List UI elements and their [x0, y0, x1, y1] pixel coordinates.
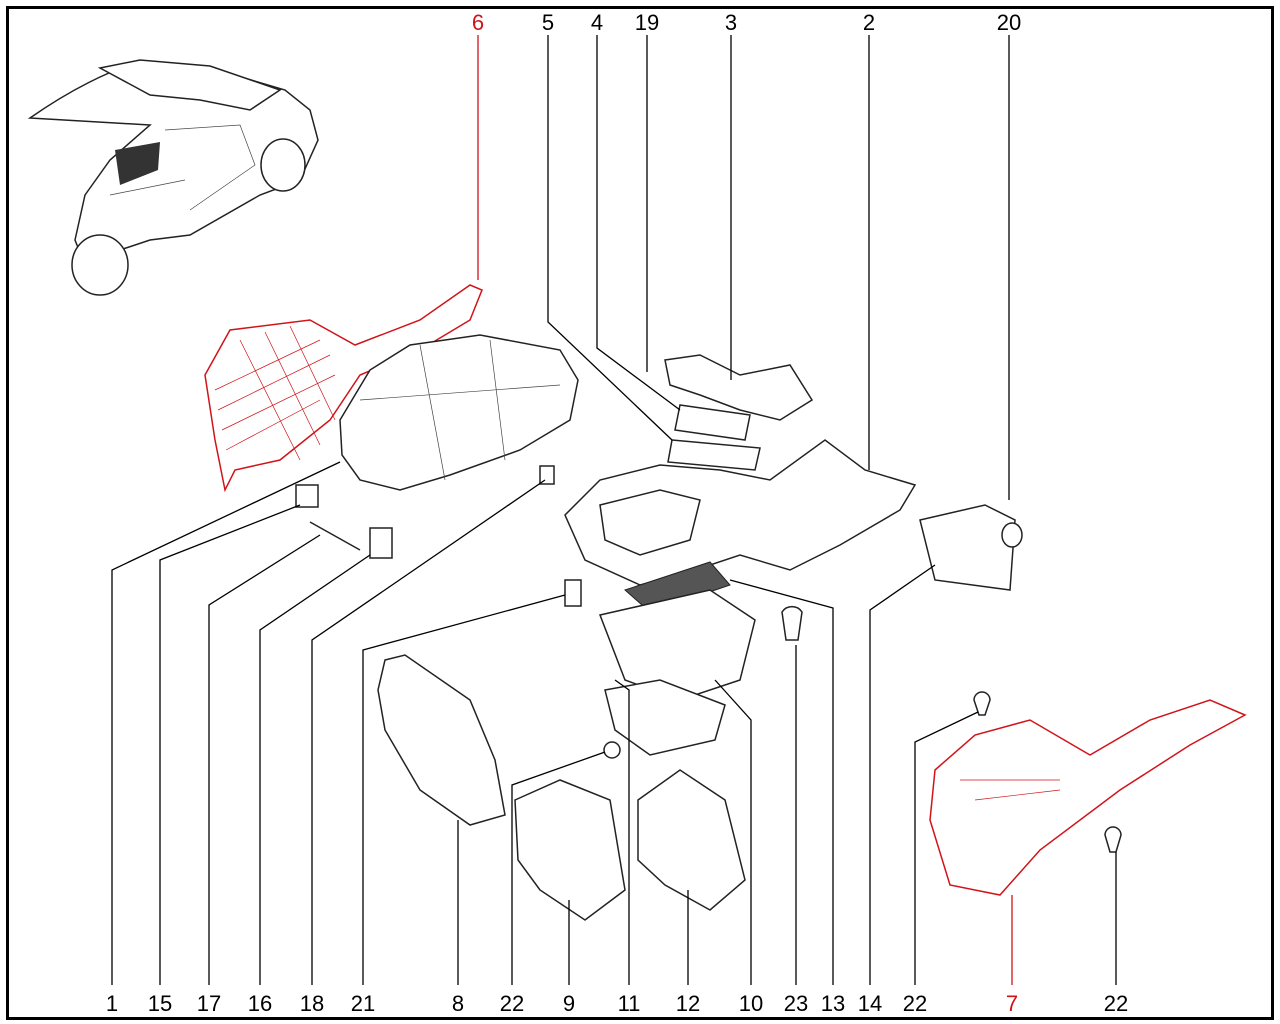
label-2: 2: [863, 10, 875, 35]
label-17: 17: [197, 991, 221, 1016]
label-22: 22: [500, 991, 524, 1016]
label-6: 6: [472, 10, 484, 35]
label-13: 13: [821, 991, 845, 1016]
part-7: [929, 699, 1247, 896]
part-23: [781, 605, 803, 641]
part-10: [598, 589, 756, 701]
part-6: [204, 284, 483, 493]
part-8: [377, 654, 506, 826]
part-18: [539, 465, 555, 485]
part-11: [604, 679, 726, 756]
label-4: 4: [591, 10, 603, 35]
label-10: 10: [739, 991, 763, 1016]
car-location-thumbnail: [27, 59, 319, 296]
part-5: [667, 439, 761, 471]
label-18: 18: [300, 991, 324, 1016]
label-22: 22: [1104, 991, 1128, 1016]
part-17: [309, 521, 361, 551]
part-3: [664, 354, 814, 421]
label-16: 16: [248, 991, 272, 1016]
leader-lines: [111, 35, 1117, 985]
label-19: 19: [635, 10, 659, 35]
part-22b: [973, 691, 991, 716]
label-7: 7: [1006, 991, 1018, 1016]
label-9: 9: [563, 991, 575, 1016]
label-1: 1: [106, 991, 118, 1016]
part-12: [637, 769, 746, 911]
label-20: 20: [997, 10, 1021, 35]
label-5: 5: [542, 10, 554, 35]
part-15: [295, 484, 319, 508]
label-14: 14: [858, 991, 882, 1016]
label-11: 11: [618, 991, 641, 1016]
diagram-frame: [6, 6, 1274, 1020]
label-8: 8: [452, 991, 464, 1016]
label-23: 23: [784, 991, 808, 1016]
label-21: 21: [351, 991, 375, 1016]
part-21: [564, 579, 582, 607]
part-22a: [603, 741, 621, 759]
label-3: 3: [725, 10, 737, 35]
part-1: [339, 334, 579, 491]
part-20: [1001, 522, 1023, 548]
part-16: [369, 527, 393, 559]
label-15: 15: [148, 991, 172, 1016]
part-9: [514, 779, 626, 921]
part-22c: [1104, 826, 1122, 853]
part-14: [919, 504, 1016, 591]
label-12: 12: [676, 991, 700, 1016]
part-4: [674, 404, 751, 441]
part-13: [624, 561, 731, 613]
label-22: 22: [903, 991, 927, 1016]
